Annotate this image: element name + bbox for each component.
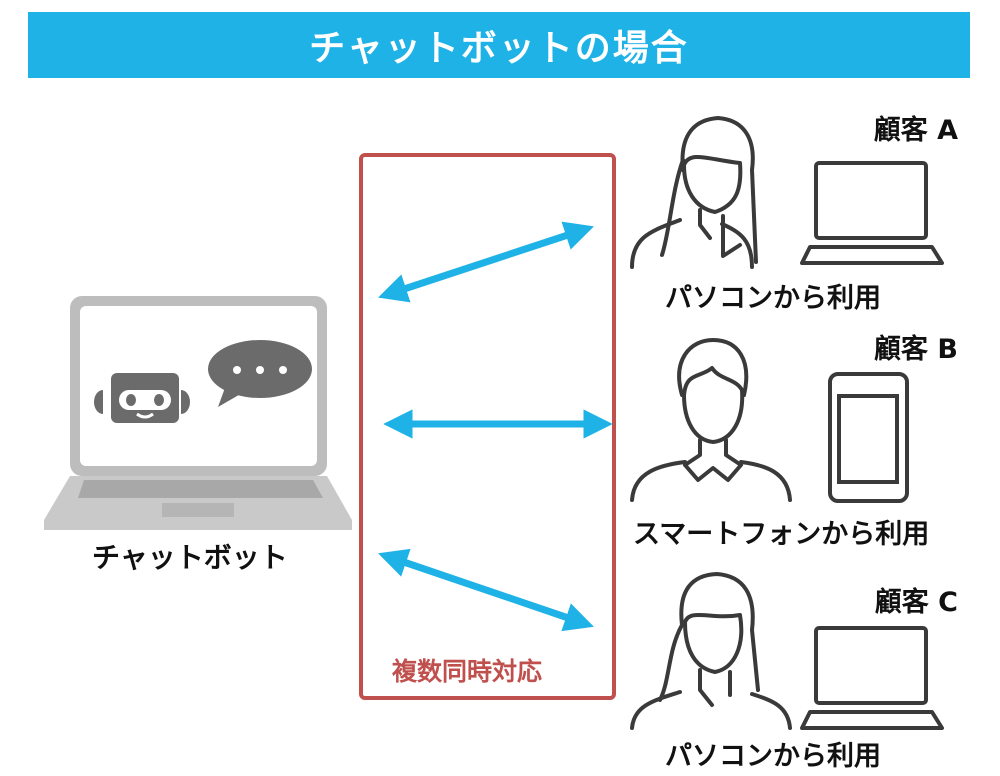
title-banner: チャットボットの場合 [28,12,970,78]
robot-icon [94,373,190,423]
man-icon [630,338,792,502]
arrow-customer-c [378,548,594,632]
chatbot-label: チャットボット [92,541,288,574]
page-title: チャットボットの場合 [309,28,689,69]
customer-b-name: 顧客 B [874,334,958,365]
speech-bubble-icon [208,340,312,407]
laptop-icon [800,626,944,730]
concurrent-label: 複数同時対応 [392,657,543,686]
customer-c-usage: パソコンから利用 [665,741,881,772]
smartphone-icon [828,372,909,503]
arrow-customer-a [378,221,594,303]
customer-b-usage: スマートフォンから利用 [633,519,930,550]
customer-c-name: 顧客 C [874,587,958,618]
laptop-icon [800,161,944,265]
customer-a-name: 顧客 A [873,115,958,146]
customer-a-usage: パソコンから利用 [665,283,881,314]
woman-icon [630,572,792,730]
chatbot-laptop-icon [44,296,352,530]
woman-icon [630,116,758,269]
concurrent-box [359,153,616,700]
